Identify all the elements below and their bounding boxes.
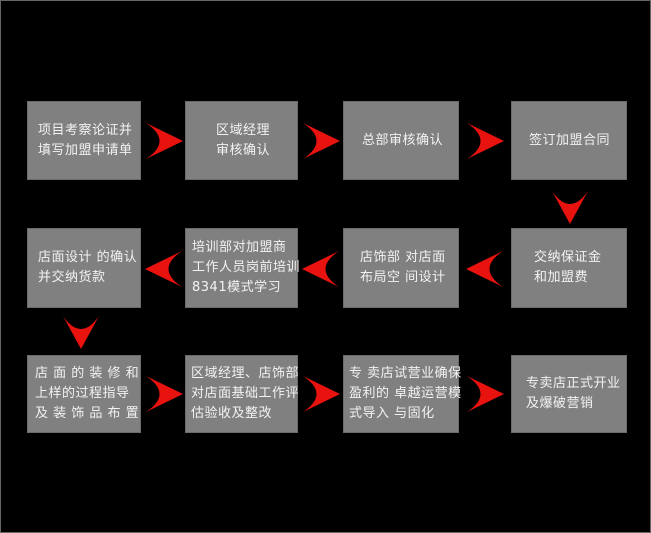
- arrow-right-icon: [146, 376, 183, 412]
- flow-step-text: 总部审核确认: [362, 132, 444, 148]
- flow-step-text: 签订加盟合同: [529, 132, 611, 148]
- flow-step-text: 项目考察论证并: [38, 122, 133, 138]
- arrow-left-icon: [145, 251, 182, 287]
- flow-step-text: 及爆破营销: [526, 396, 594, 411]
- flow-step-10: 区域经理、店饰部 对店面基础工作评 估验收及整改: [185, 355, 300, 433]
- flow-step-text: 估验收及整改: [191, 406, 273, 421]
- flow-step-text: 上样的过程指导: [35, 386, 130, 401]
- flow-step-4: 签订加盟合同: [511, 101, 627, 180]
- arrow-right-icon: [303, 376, 340, 412]
- flow-step-3: 总部审核确认: [343, 101, 459, 180]
- flow-step-5: 交纳保证金 和加盟费: [511, 228, 627, 308]
- arrow-left-icon: [302, 251, 339, 287]
- flow-step-text: 店 面 的 装 修 和: [35, 366, 140, 381]
- flow-step-text: 区域经理: [216, 122, 271, 138]
- flow-step-text: 和加盟费: [534, 270, 589, 285]
- flow-step-text: 对店面基础工作评: [191, 386, 300, 401]
- arrow-down-icon: [63, 316, 99, 349]
- flow-step-text: 专 卖店试营业确保: [349, 366, 462, 381]
- flow-step-text: 审核确认: [216, 142, 271, 158]
- arrow-down-icon: [552, 191, 588, 224]
- flow-step-text: 工作人员岗前培训: [192, 260, 301, 275]
- flow-step-text: 填写加盟申请单: [38, 142, 133, 158]
- flow-step-6: 店饰部 对店面 布局空 间设计: [343, 228, 459, 308]
- flow-step-text: 培训部对加盟商: [192, 240, 287, 255]
- flow-step-8: 店面设计 的确认 并交纳货款: [27, 228, 141, 308]
- flow-step-text: 及 装 饰 品 布 置: [35, 406, 140, 421]
- flow-step-12: 专卖店正式开业 及爆破营销: [511, 355, 627, 433]
- flow-step-7: 培训部对加盟商 工作人员岗前培训 8341模式学习: [185, 228, 301, 308]
- flow-step-text: 式导入 与固化: [349, 406, 435, 421]
- flow-step-text: 店饰部 对店面: [360, 250, 446, 265]
- flow-step-text: 专卖店正式开业: [526, 376, 621, 391]
- flow-step-text: 8341模式学习: [192, 280, 282, 295]
- arrow-right-icon: [146, 123, 183, 159]
- flow-step-text: 布局空 间设计: [360, 270, 446, 285]
- arrow-right-icon: [303, 123, 340, 159]
- flow-step-text: 盈利的 卓越运营模: [349, 386, 462, 401]
- arrow-left-icon: [466, 251, 503, 287]
- flow-step-text: 交纳保证金: [534, 250, 602, 265]
- flow-step-2: 区域经理 审核确认: [185, 101, 298, 180]
- flow-step-9: 店 面 的 装 修 和 上样的过程指导 及 装 饰 品 布 置: [27, 355, 141, 433]
- flow-step-1: 项目考察论证并 填写加盟申请单: [27, 101, 141, 180]
- flow-step-text: 区域经理、店饰部: [191, 366, 300, 381]
- flow-step-text: 并交纳货款: [38, 270, 106, 285]
- arrow-right-icon: [467, 123, 504, 159]
- flow-step-text: 店面设计 的确认: [38, 250, 138, 265]
- arrow-right-icon: [467, 376, 504, 412]
- flow-step-11: 专 卖店试营业确保 盈利的 卓越运营模 式导入 与固化: [343, 355, 462, 433]
